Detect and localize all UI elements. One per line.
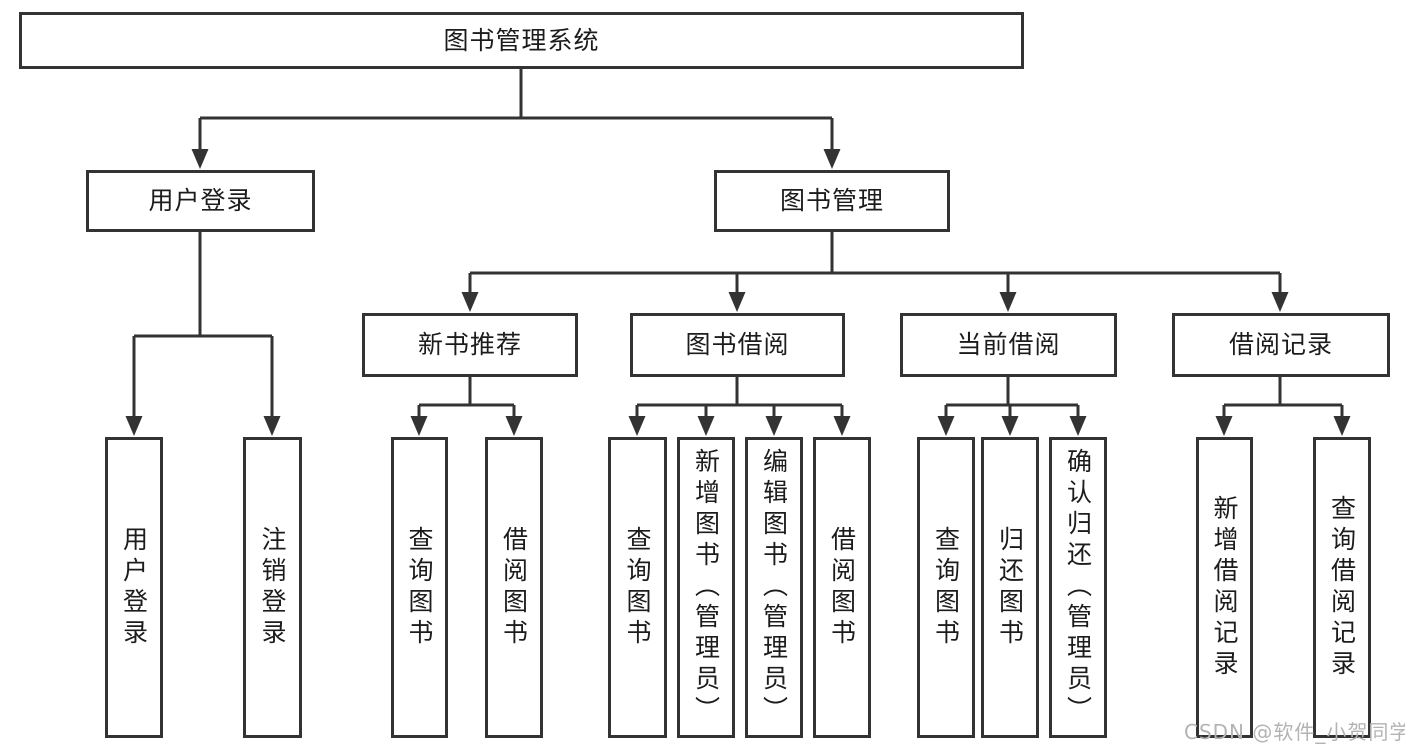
node-label: 确认归还（管理员） [1063, 448, 1093, 727]
leaf-cb-return-books: 归还图书 [981, 437, 1039, 738]
leaf-user-login: 用户登录 [105, 437, 163, 738]
leaf-bb-query-books: 查询图书 [608, 437, 667, 738]
leaf-cb-confirm-return-admin: 确认归还（管理员） [1049, 437, 1107, 738]
node-root-book-management-system: 图书管理系统 [19, 12, 1024, 69]
leaf-cb-query-books: 查询图书 [917, 437, 975, 738]
node-label: 归还图书 [995, 525, 1025, 650]
leaf-br-query-record: 查询借阅记录 [1313, 437, 1371, 738]
node-label: 借阅图书 [499, 525, 529, 650]
node-book-borrowing: 图书借阅 [630, 313, 845, 377]
node-label: 查询图书 [931, 525, 961, 650]
node-label: 查询图书 [405, 525, 434, 650]
node-label: 借阅记录 [1228, 330, 1333, 360]
node-book-management-branch: 图书管理 [714, 170, 950, 232]
leaf-br-add-record: 新增借阅记录 [1196, 437, 1253, 738]
node-label: 当前借阅 [956, 330, 1061, 360]
leaf-bb-add-books-admin: 新增图书（管理员） [677, 437, 735, 738]
node-label: 用户登录 [148, 186, 253, 216]
node-label: 图书管理 [779, 186, 884, 216]
leaf-nb-query-books: 查询图书 [391, 437, 448, 738]
csdn-watermark: CSDN @软件_小贺同学 [1184, 720, 1405, 744]
node-label: 新书推荐 [417, 330, 522, 360]
node-label: 编辑图书（管理员） [759, 448, 789, 727]
node-borrowing-records: 借阅记录 [1172, 313, 1390, 377]
leaf-bb-borrow-books: 借阅图书 [813, 437, 871, 738]
node-current-borrowing: 当前借阅 [900, 313, 1117, 377]
node-label: 图书管理系统 [443, 25, 600, 55]
node-label: 查询借阅记录 [1327, 494, 1357, 681]
node-label: 新增图书（管理员） [691, 448, 721, 727]
node-label: 查询图书 [623, 525, 652, 650]
node-label: 注销登录 [258, 525, 287, 650]
leaf-logout: 注销登录 [243, 437, 302, 738]
node-label: 新增借阅记录 [1210, 494, 1239, 681]
node-new-book-recommend: 新书推荐 [362, 313, 578, 377]
tree-edges [132, 69, 1344, 418]
node-label: 图书借阅 [685, 330, 790, 360]
leaf-bb-edit-books-admin: 编辑图书（管理员） [745, 437, 803, 738]
node-label: 用户登录 [119, 525, 149, 650]
node-label: 借阅图书 [827, 525, 857, 650]
leaf-nb-borrow-books: 借阅图书 [485, 437, 543, 738]
node-user-login-branch: 用户登录 [86, 170, 315, 232]
